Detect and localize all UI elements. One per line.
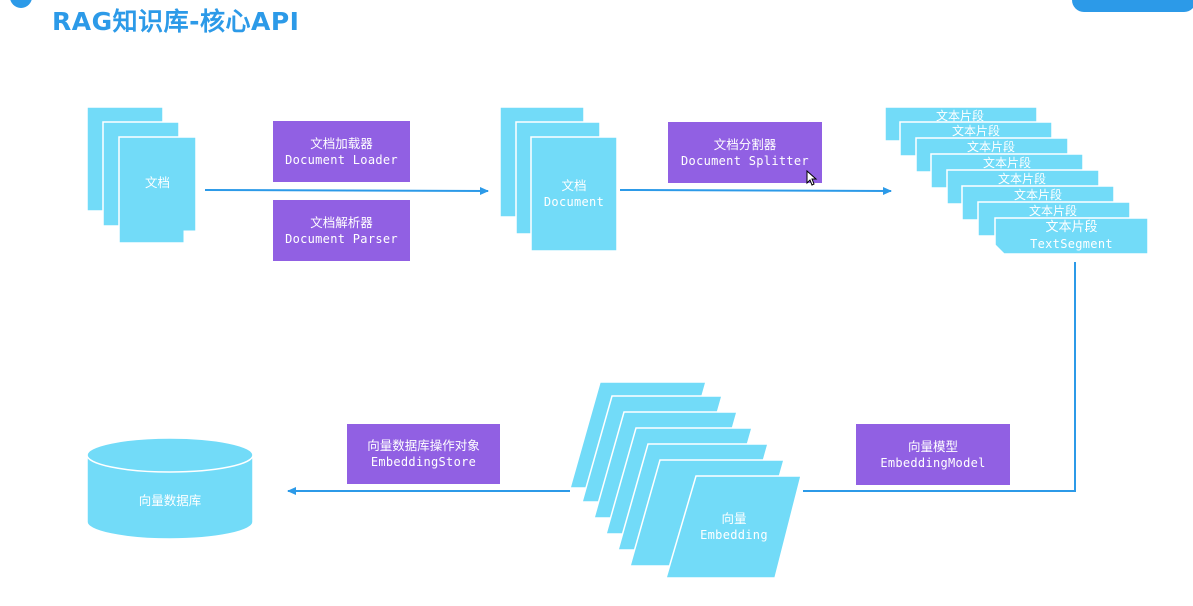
arrow-load [204,186,489,195]
document-splitter-box: 文档分割器 Document Splitter [668,122,822,183]
document-subtext: Document [543,195,605,209]
parser-sublabel: Document Parser [285,231,398,246]
splitter-sublabel: Document Splitter [681,153,809,168]
embedding-subtext: Embedding [700,528,768,542]
loader-sublabel: Document Loader [285,152,398,167]
embedding-text: 向量 [721,511,747,526]
arrow-embed-path [803,262,1076,492]
document-text: 文档 [561,178,587,193]
segment-label: 文本片段 [966,140,1015,154]
text-segment-stack [884,106,1149,255]
segment-text: 文本片段 [1045,220,1098,235]
splitter-label: 文档分割器 [713,136,777,152]
document-stack [499,106,618,252]
segment-label: 文本片段 [1013,188,1062,202]
cursor-icon [806,170,818,186]
embedding-stack [569,381,802,579]
document-parser-box: 文档解析器 Document Parser [273,200,410,261]
segment-label: 文本片段 [951,124,1000,138]
raw-document-text: 文档 [144,175,170,190]
vector-db-label: 向量数据库 [87,492,253,509]
segment-label: 文本片段 [997,172,1046,186]
vector-database-cylinder [86,437,254,540]
corner-decoration [10,0,32,8]
arrow-split [619,186,892,195]
page-title: RAG知识库-核心API [52,7,300,36]
segment-label: 文本片段 [935,109,984,123]
embedding-model-box: 向量模型 EmbeddingModel [856,424,1010,485]
segment-subtext: TextSegment [1030,237,1113,251]
document-label: 文档 Document [531,177,617,211]
model-sublabel: EmbeddingModel [880,455,986,470]
embedding-store-box: 向量数据库操作对象 EmbeddingStore [347,424,500,484]
segment-label: 文本片段 [982,156,1031,170]
segment-main-label: 文本片段 TextSegment [995,219,1148,253]
raw-document-stack [86,106,197,244]
loader-label: 文档加载器 [310,135,373,151]
store-label: 向量数据库操作对象 [367,438,480,453]
segment-label: 文本片段 [1028,204,1077,218]
vector-db-text: 向量数据库 [138,493,202,508]
store-sublabel: EmbeddingStore [370,455,477,469]
embedding-label: 向量 Embedding [684,510,784,544]
parser-label: 文档解析器 [310,214,373,230]
raw-document-label: 文档 [119,174,196,191]
document-loader-box: 文档加载器 Document Loader [273,121,410,182]
corner-tab-decoration [1072,0,1193,12]
model-label: 向量模型 [907,438,958,454]
